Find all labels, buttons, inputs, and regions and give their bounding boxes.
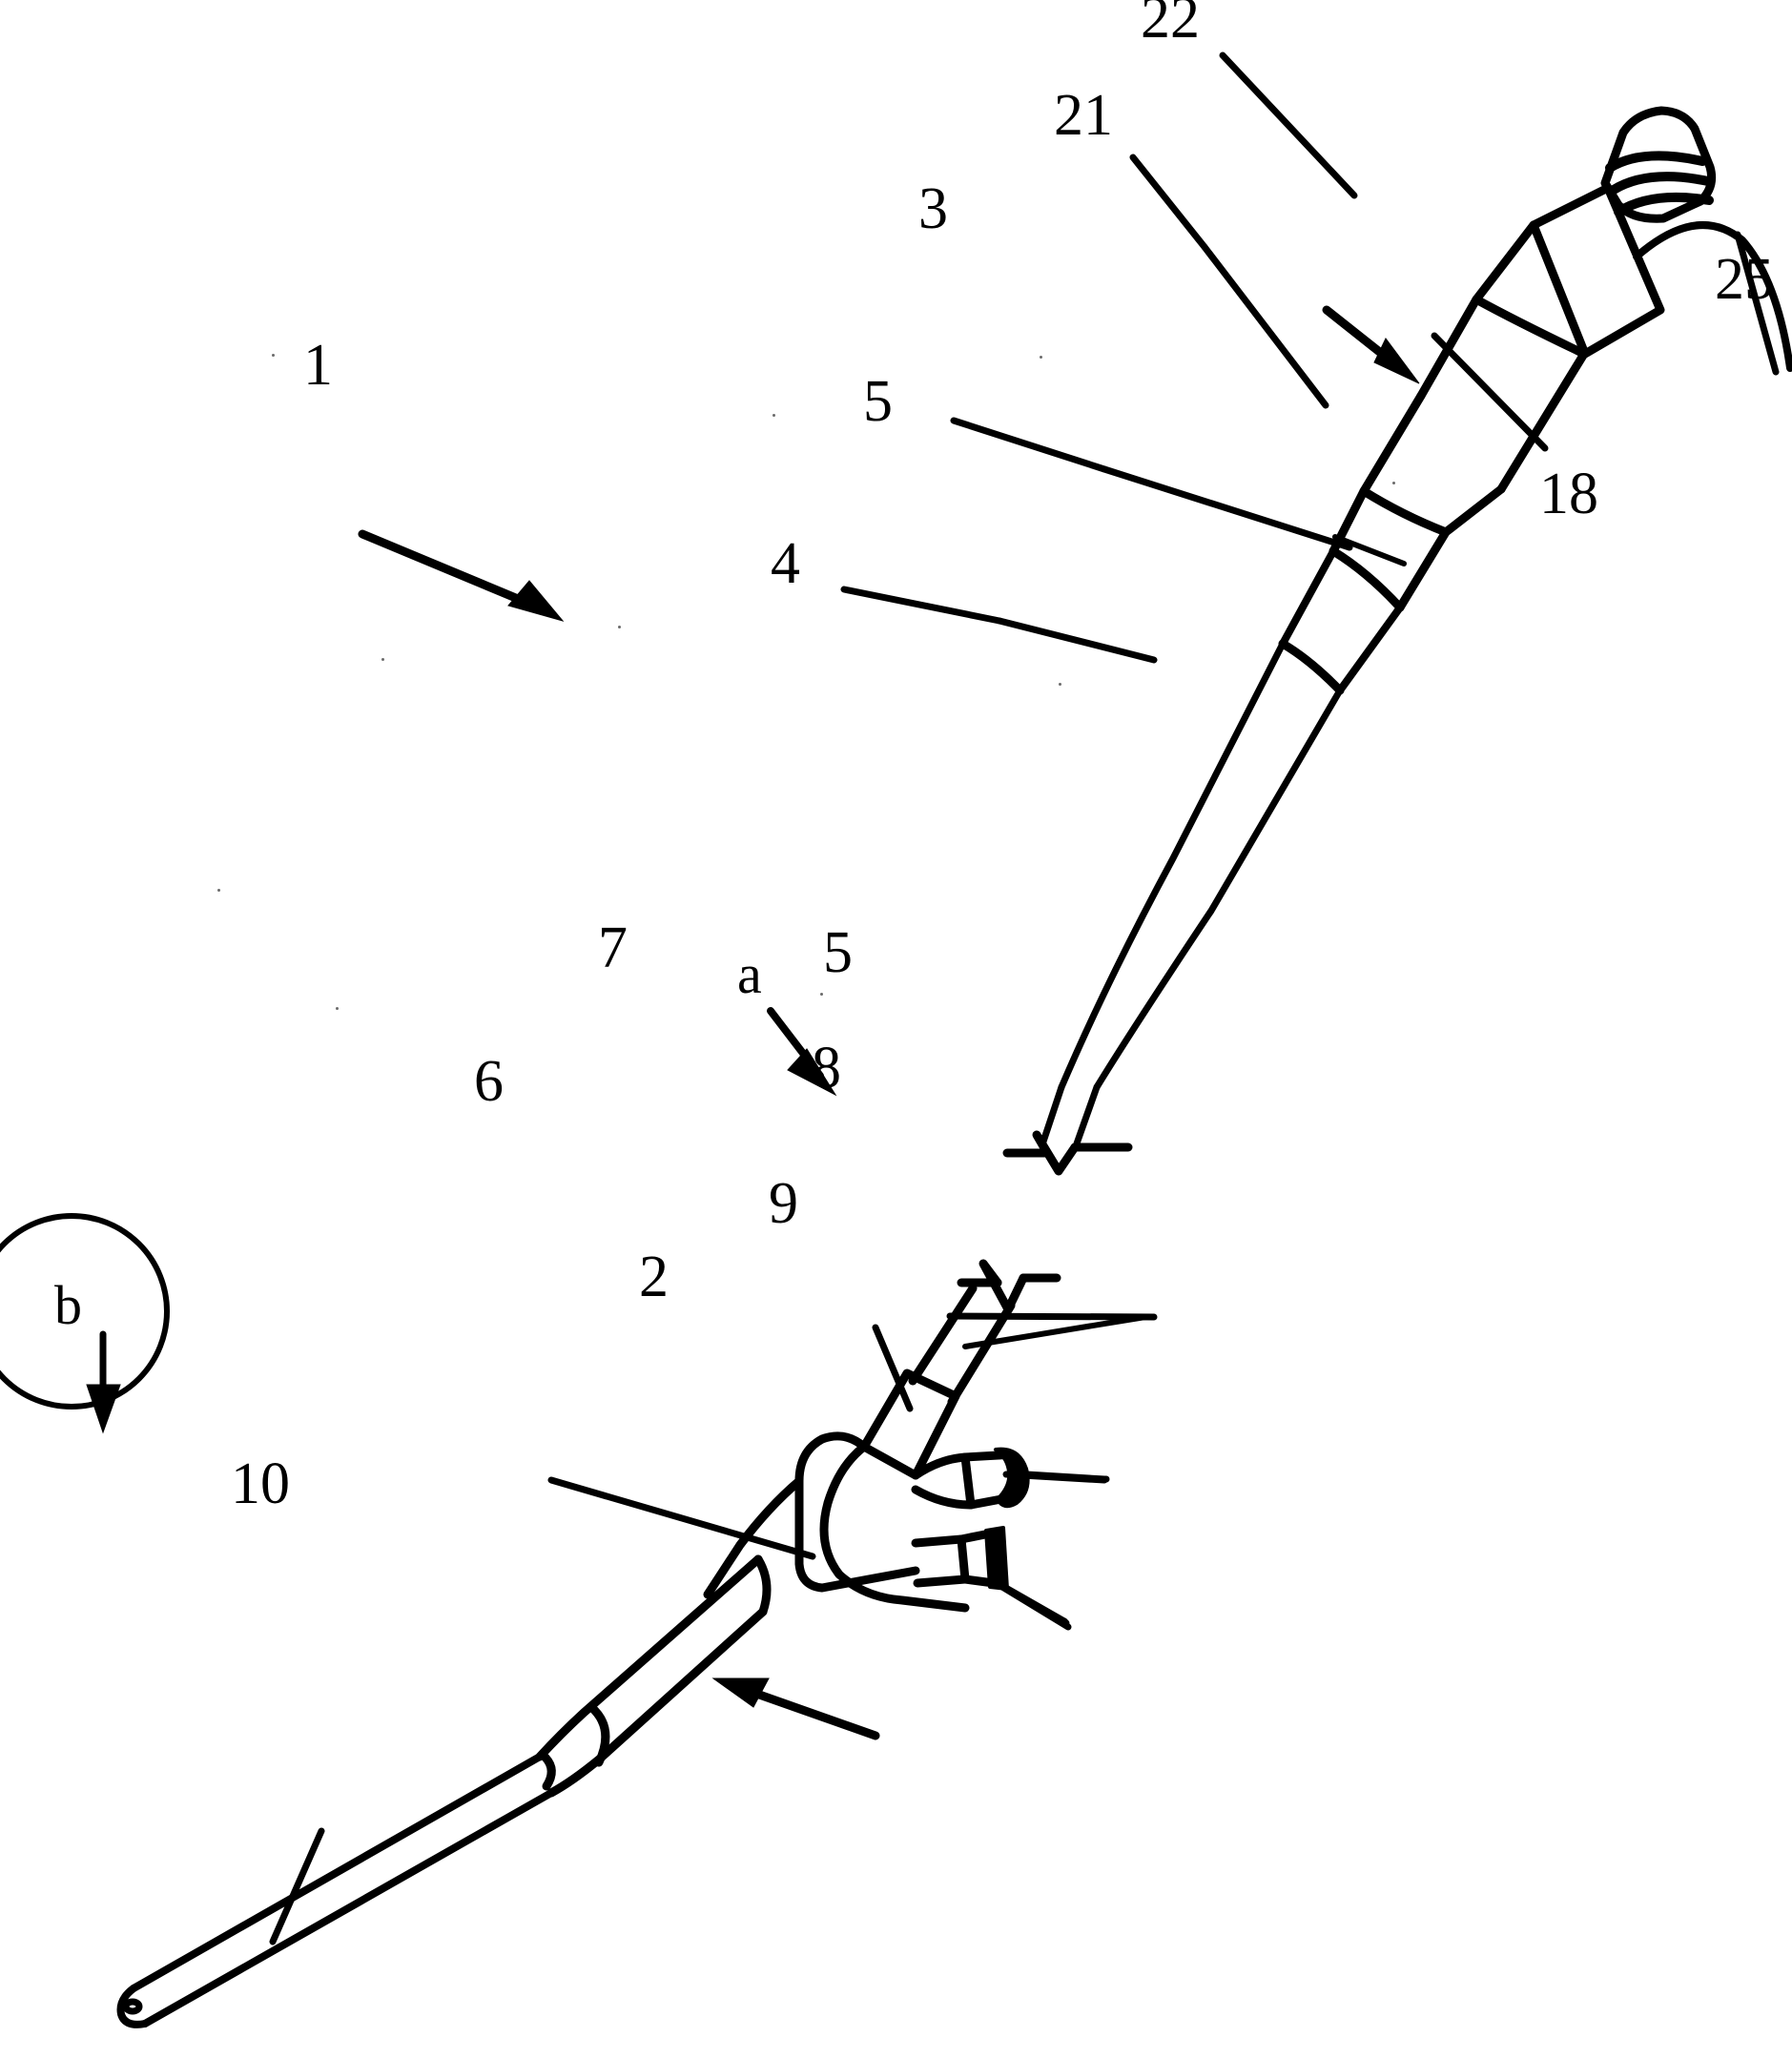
side-port-lower-cap [984,1526,1009,1591]
lower-proximal-tube-right [947,1301,1016,1407]
tapered-transition-body [1359,391,1451,537]
strain-relief-sleeve-upper-right [1395,527,1451,612]
shaft-step-band [1278,639,1345,695]
leader-25 [1734,231,1780,376]
ref-label-21: 21 [1054,83,1113,148]
arrow-2 [711,1677,880,1740]
introducer-shaft-top [535,1554,763,1761]
arrow-1 [358,529,565,622]
shaft-band-3 [541,1753,556,1791]
tapered-body-right [1441,484,1506,537]
ref-label-4: 4 [771,531,800,596]
hub-shaft-band [753,1554,772,1616]
ref-label-6: 6 [474,1049,504,1114]
lower-break-symbol [957,1259,1061,1314]
sleeve-band-upper [1329,546,1405,612]
arrow-3 [994,277,1408,385]
leader-9-ext [994,1580,1072,1631]
scan-speck [336,1007,339,1010]
leader-5-lower-tick [962,1314,1148,1349]
leader-7 [872,1324,914,1412]
leader-21-b [1201,243,1329,409]
distal-cannula-tip [116,1985,149,2028]
leader-18 [1431,332,1549,452]
lower-leader-lines-b [994,1471,1108,1631]
scan-speck [1392,482,1395,484]
shaft-break-symbol [1002,1130,1133,1176]
leader-5-upper-2 [1101,465,1353,551]
catheter-shaft-left [1058,640,1287,1091]
ref-label-b: b [54,1274,82,1336]
introducer-hub-body [794,1431,920,1593]
ref-label-1: 1 [303,333,333,398]
leader-5-upper [950,417,1108,473]
leader-5-lower [946,1312,1158,1321]
leader-6 [547,1476,816,1560]
arrow-a [767,1007,837,1097]
luer-threaded-collar [1600,106,1717,223]
leader-21 [1129,154,1208,251]
ref-label-22: 22 [1141,0,1200,51]
hub-mid-sleeve-right [1496,349,1589,494]
shaft-upper-left [1279,547,1337,648]
introducer-shaft-bottom [546,1607,768,1798]
scan-speck [1059,683,1061,686]
distal-cannula-top [130,1753,544,1992]
leader-22 [1219,51,1358,199]
cannula-lumen [122,1998,143,2015]
hub-body-edge [1530,221,1589,358]
arrow-b [86,1330,121,1434]
ref-label-2: 2 [639,1245,669,1309]
ref-label-25: 25 [1715,247,1774,312]
scan-speck [1040,356,1042,359]
lower-arrows [86,1007,880,1740]
leader-8-ext [1002,1471,1108,1484]
shaft-upper-right [1336,604,1404,694]
catheter-shaft-right [1093,687,1344,1091]
leader-4 [840,586,1003,625]
ref-label-8: 8 [812,1036,841,1101]
ref-label-a: a [737,943,762,1005]
ref-label-7: 7 [598,916,628,980]
ref-label-5-lower: 5 [823,920,853,985]
shaft-distal-left [1039,1083,1065,1148]
shaft-distal-right [1072,1083,1101,1150]
arrow-3-shaft [1322,305,1420,384]
ref-label-5-upper: 5 [863,369,893,434]
upper-leader-lines-b [996,465,1353,664]
lower-leader-lines [269,1312,1158,1945]
upper-assembly-arrows [358,277,1420,622]
leader-4-2 [996,617,1158,664]
ref-label-9: 9 [769,1171,798,1236]
scan-speck [217,889,220,892]
upper-catheter-assembly [1002,106,1792,1176]
introducer-hub-outer [819,1442,970,1613]
scan-speck [381,658,384,661]
leader-5-upper-tick [1332,534,1407,566]
ref-label-3: 3 [918,176,948,241]
hub-mid-sleeve [1472,220,1589,359]
lower-proximal-tube-left [908,1284,978,1386]
ref-label-18: 18 [1539,462,1598,526]
scan-speck [272,354,275,357]
ref-label-10: 10 [231,1451,290,1516]
leader-10 [269,1827,325,1945]
detail-circle-b [0,1213,170,1410]
scan-speck [618,626,621,628]
distal-cannula-bottom [141,1789,555,2027]
upper-leader-lines [840,51,1780,625]
introducer-hub-wing [703,1476,804,1599]
side-port-lower [911,1529,999,1588]
scan-speck [820,993,823,996]
scan-speck [772,414,775,417]
lower-introducer-assembly [116,1259,1061,2028]
